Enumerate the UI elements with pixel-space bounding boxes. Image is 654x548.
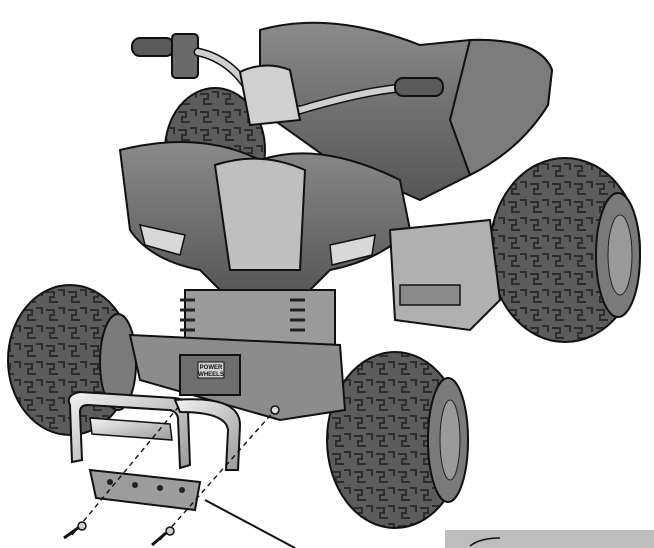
brand-plate-text: POWER xyxy=(200,365,223,371)
callout-panel xyxy=(445,530,654,548)
front-right-tire xyxy=(326,351,469,529)
leader-line xyxy=(204,499,296,548)
screw-icon xyxy=(151,526,175,547)
rear-right-tire xyxy=(489,157,641,343)
screw-icon xyxy=(63,521,87,540)
front-fairing xyxy=(118,141,412,301)
mount-hole xyxy=(270,405,280,415)
handlebar xyxy=(131,33,444,127)
side-panel xyxy=(388,218,502,332)
bumper-mount xyxy=(128,333,347,422)
assembly-guide-lines xyxy=(71,404,276,541)
front-bumper-guard xyxy=(67,390,242,512)
brand-plate-text-line2: WHEELS xyxy=(198,372,224,378)
